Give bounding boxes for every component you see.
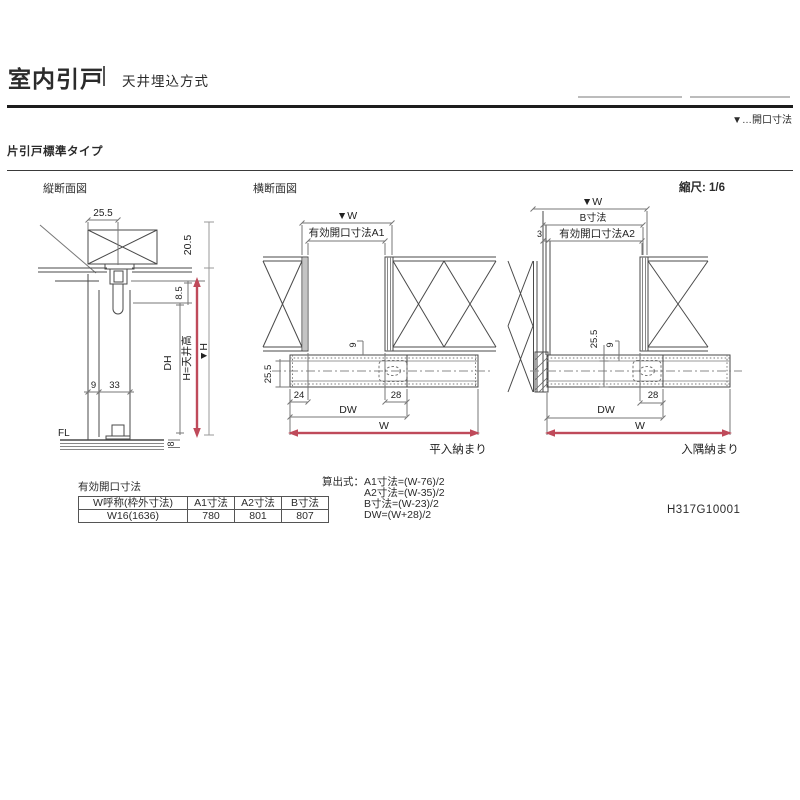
cell-a2: 801	[234, 509, 282, 523]
plan-corner-diagram: ▼W B寸法 3 有効開口寸法A2 25.5 9 28 DW W 入隅納まり	[507, 196, 742, 456]
dim-recess: 20.5	[182, 235, 194, 256]
w-arrow	[288, 429, 480, 437]
formula-a1: A1寸法=(W-76)/2	[364, 476, 445, 488]
formula-label: 算出式：	[322, 476, 364, 488]
w-mark: ▼W	[582, 196, 602, 208]
wall-end-hatch	[534, 351, 549, 393]
ceiling-height-arrow	[193, 277, 201, 438]
label-horizontal-section: 横断面図	[253, 183, 297, 195]
table-header-a1: A1寸法	[187, 496, 235, 510]
header-field-line-1	[578, 96, 682, 98]
caption-flat: 平入納まり	[429, 443, 487, 456]
opening-dimension-table: 有効開口寸法 W呼称(枠外寸法) A1寸法 A2寸法 B寸法 W16(1636)…	[78, 479, 329, 523]
formula-dw: DW=(W+28)/2	[364, 509, 432, 521]
page-title: 室内引戸	[8, 66, 104, 92]
cell-a1: 780	[187, 509, 235, 523]
table-title: 有効開口寸法	[78, 481, 141, 493]
hanger-track	[104, 263, 135, 315]
opening-a2: 有効開口寸法A2	[559, 227, 635, 240]
door-panel	[98, 290, 131, 437]
dim-floor: 8	[166, 441, 176, 446]
dim-gap: 9	[91, 380, 96, 391]
ceiling-blocking	[87, 229, 158, 265]
header-field-line-2	[690, 96, 790, 98]
label-vertical-section: 縦断面図	[43, 183, 87, 195]
dim-w: W	[379, 420, 389, 432]
left-wall	[262, 256, 303, 352]
label-floor: FL	[58, 428, 70, 439]
floor-guide	[111, 424, 125, 437]
opening-a1: 有効開口寸法A1	[309, 226, 385, 239]
right-wall	[392, 256, 497, 352]
w-arrow	[545, 429, 732, 437]
section-title: 片引戸標準タイプ	[7, 146, 103, 158]
dim-w: W	[635, 420, 645, 432]
dim-gap: 9	[605, 342, 615, 347]
label-scale: 縮尺: 1/6	[679, 182, 726, 194]
vertical-section-diagram: 25.5 20.5 8.5 DH H=天井高 ▼H 9 33 FL 8	[38, 208, 214, 450]
title-divider	[103, 66, 105, 86]
doc-code: H317G10001	[667, 504, 741, 516]
door-track-strip	[530, 354, 742, 388]
page-subtitle: 天井埋込方式	[122, 74, 209, 89]
dim-door-thickness: 33	[109, 380, 120, 391]
roller-detail	[632, 360, 662, 382]
table-header-w: W呼称(枠外寸法)	[78, 496, 188, 510]
roller-detail	[378, 360, 408, 382]
dim-track: 25.5	[589, 330, 600, 349]
cell-w-name: W16(1636)	[78, 509, 188, 523]
door-frame-posts	[301, 256, 394, 352]
dim-24: 24	[294, 390, 305, 401]
label-h-mark: ▼H	[198, 343, 210, 361]
door-frame-post	[639, 256, 649, 352]
label-door-height: DH	[162, 355, 174, 370]
label-ceiling-height: H=天井高	[180, 335, 193, 380]
opening-dimension-note: ▼…開口寸法	[732, 115, 792, 126]
dim-track-width: 25.5	[93, 208, 113, 219]
table-row: W16(1636) 780 801 807	[78, 509, 329, 523]
corner-wall	[507, 260, 538, 393]
dim-gap: 9	[348, 342, 358, 347]
door-track-strip	[272, 354, 490, 388]
dim-28: 28	[648, 390, 659, 401]
dim-b: B寸法	[580, 211, 607, 224]
table-header-a2: A2寸法	[234, 496, 282, 510]
right-wall	[647, 256, 709, 352]
hanger-bolt	[112, 284, 124, 315]
plan-flat-diagram: ▼W 有効開口寸法A1 9 25.5 24 28 DW W 平入納まり	[262, 210, 497, 456]
dim-3: 3	[537, 229, 542, 239]
caption-corner: 入隅納まり	[681, 443, 739, 456]
formula-a2: A2寸法=(W-35)/2	[364, 487, 445, 499]
table-header-b: B寸法	[281, 496, 329, 510]
formula-block: 算出式： A1寸法=(W-76)/2 A2寸法=(W-35)/2 B寸法=(W-…	[322, 477, 445, 521]
w-mark: ▼W	[337, 210, 357, 222]
dim-engage: 8.5	[174, 286, 185, 299]
technical-drawing: 25.5 20.5 8.5 DH H=天井高 ▼H 9 33 FL 8	[38, 196, 742, 456]
header-rule	[7, 105, 793, 108]
formula-b: B寸法=(W-23)/2	[364, 498, 439, 510]
dim-28: 28	[391, 390, 402, 401]
cell-b: 807	[281, 509, 329, 523]
dim-track: 25.5	[263, 365, 274, 384]
section-rule	[7, 170, 793, 171]
dim-dw: DW	[597, 404, 615, 416]
dim-dw: DW	[339, 404, 357, 416]
